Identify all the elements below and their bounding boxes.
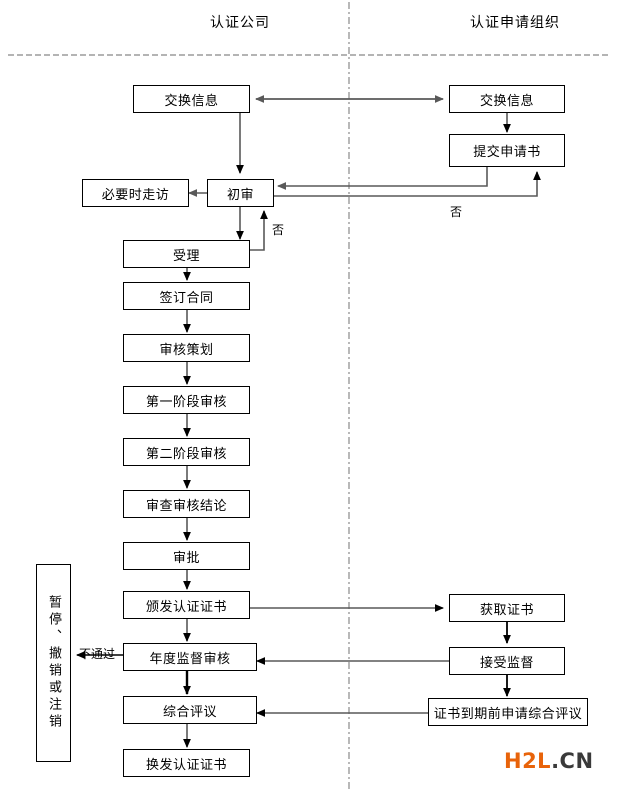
node-stage-two-audit[interactable]: 第二阶段审核 — [123, 438, 250, 466]
node-visit-if-needed[interactable]: 必要时走访 — [82, 179, 189, 207]
watermark-part-one: H2L — [504, 749, 552, 773]
node-stage-one-audit[interactable]: 第一阶段审核 — [123, 386, 250, 414]
node-issue-certificate[interactable]: 颁发认证证书 — [123, 591, 250, 619]
node-audit-planning[interactable]: 审核策划 — [123, 334, 250, 362]
node-approval[interactable]: 审批 — [123, 542, 250, 570]
node-preliminary-review[interactable]: 初审 — [207, 179, 274, 207]
node-annual-supervision-audit[interactable]: 年度监督审核 — [123, 643, 257, 671]
edge-label-not-passed: 不通过 — [79, 647, 116, 661]
swimlane-title-right: 认证申请组织 — [470, 15, 560, 31]
watermark: H2L.CN — [504, 749, 594, 773]
node-suspend-revoke-cancel[interactable]: 暂停、撤销或注销 — [36, 564, 71, 762]
watermark-part-two: .CN — [551, 749, 594, 773]
node-review-conclusion[interactable]: 审查审核结论 — [123, 490, 250, 518]
node-acceptance[interactable]: 受理 — [123, 240, 250, 268]
node-left-exchange-info[interactable]: 交换信息 — [133, 85, 250, 113]
node-sign-contract[interactable]: 签订合同 — [123, 282, 250, 310]
node-accept-supervision[interactable]: 接受监督 — [449, 647, 565, 675]
node-comprehensive-review[interactable]: 综合评议 — [123, 696, 257, 724]
node-submit-application[interactable]: 提交申请书 — [449, 134, 565, 167]
swimlane-title-left: 认证公司 — [210, 15, 270, 31]
node-apply-before-expiry[interactable]: 证书到期前申请综合评议 — [428, 698, 588, 726]
node-obtain-certificate[interactable]: 获取证书 — [449, 594, 565, 622]
node-right-exchange-info[interactable]: 交换信息 — [449, 85, 565, 113]
edge-label-no-right: 否 — [450, 205, 463, 219]
node-renew-certificate[interactable]: 换发认证证书 — [123, 749, 250, 777]
edge-label-no-left: 否 — [272, 223, 285, 237]
